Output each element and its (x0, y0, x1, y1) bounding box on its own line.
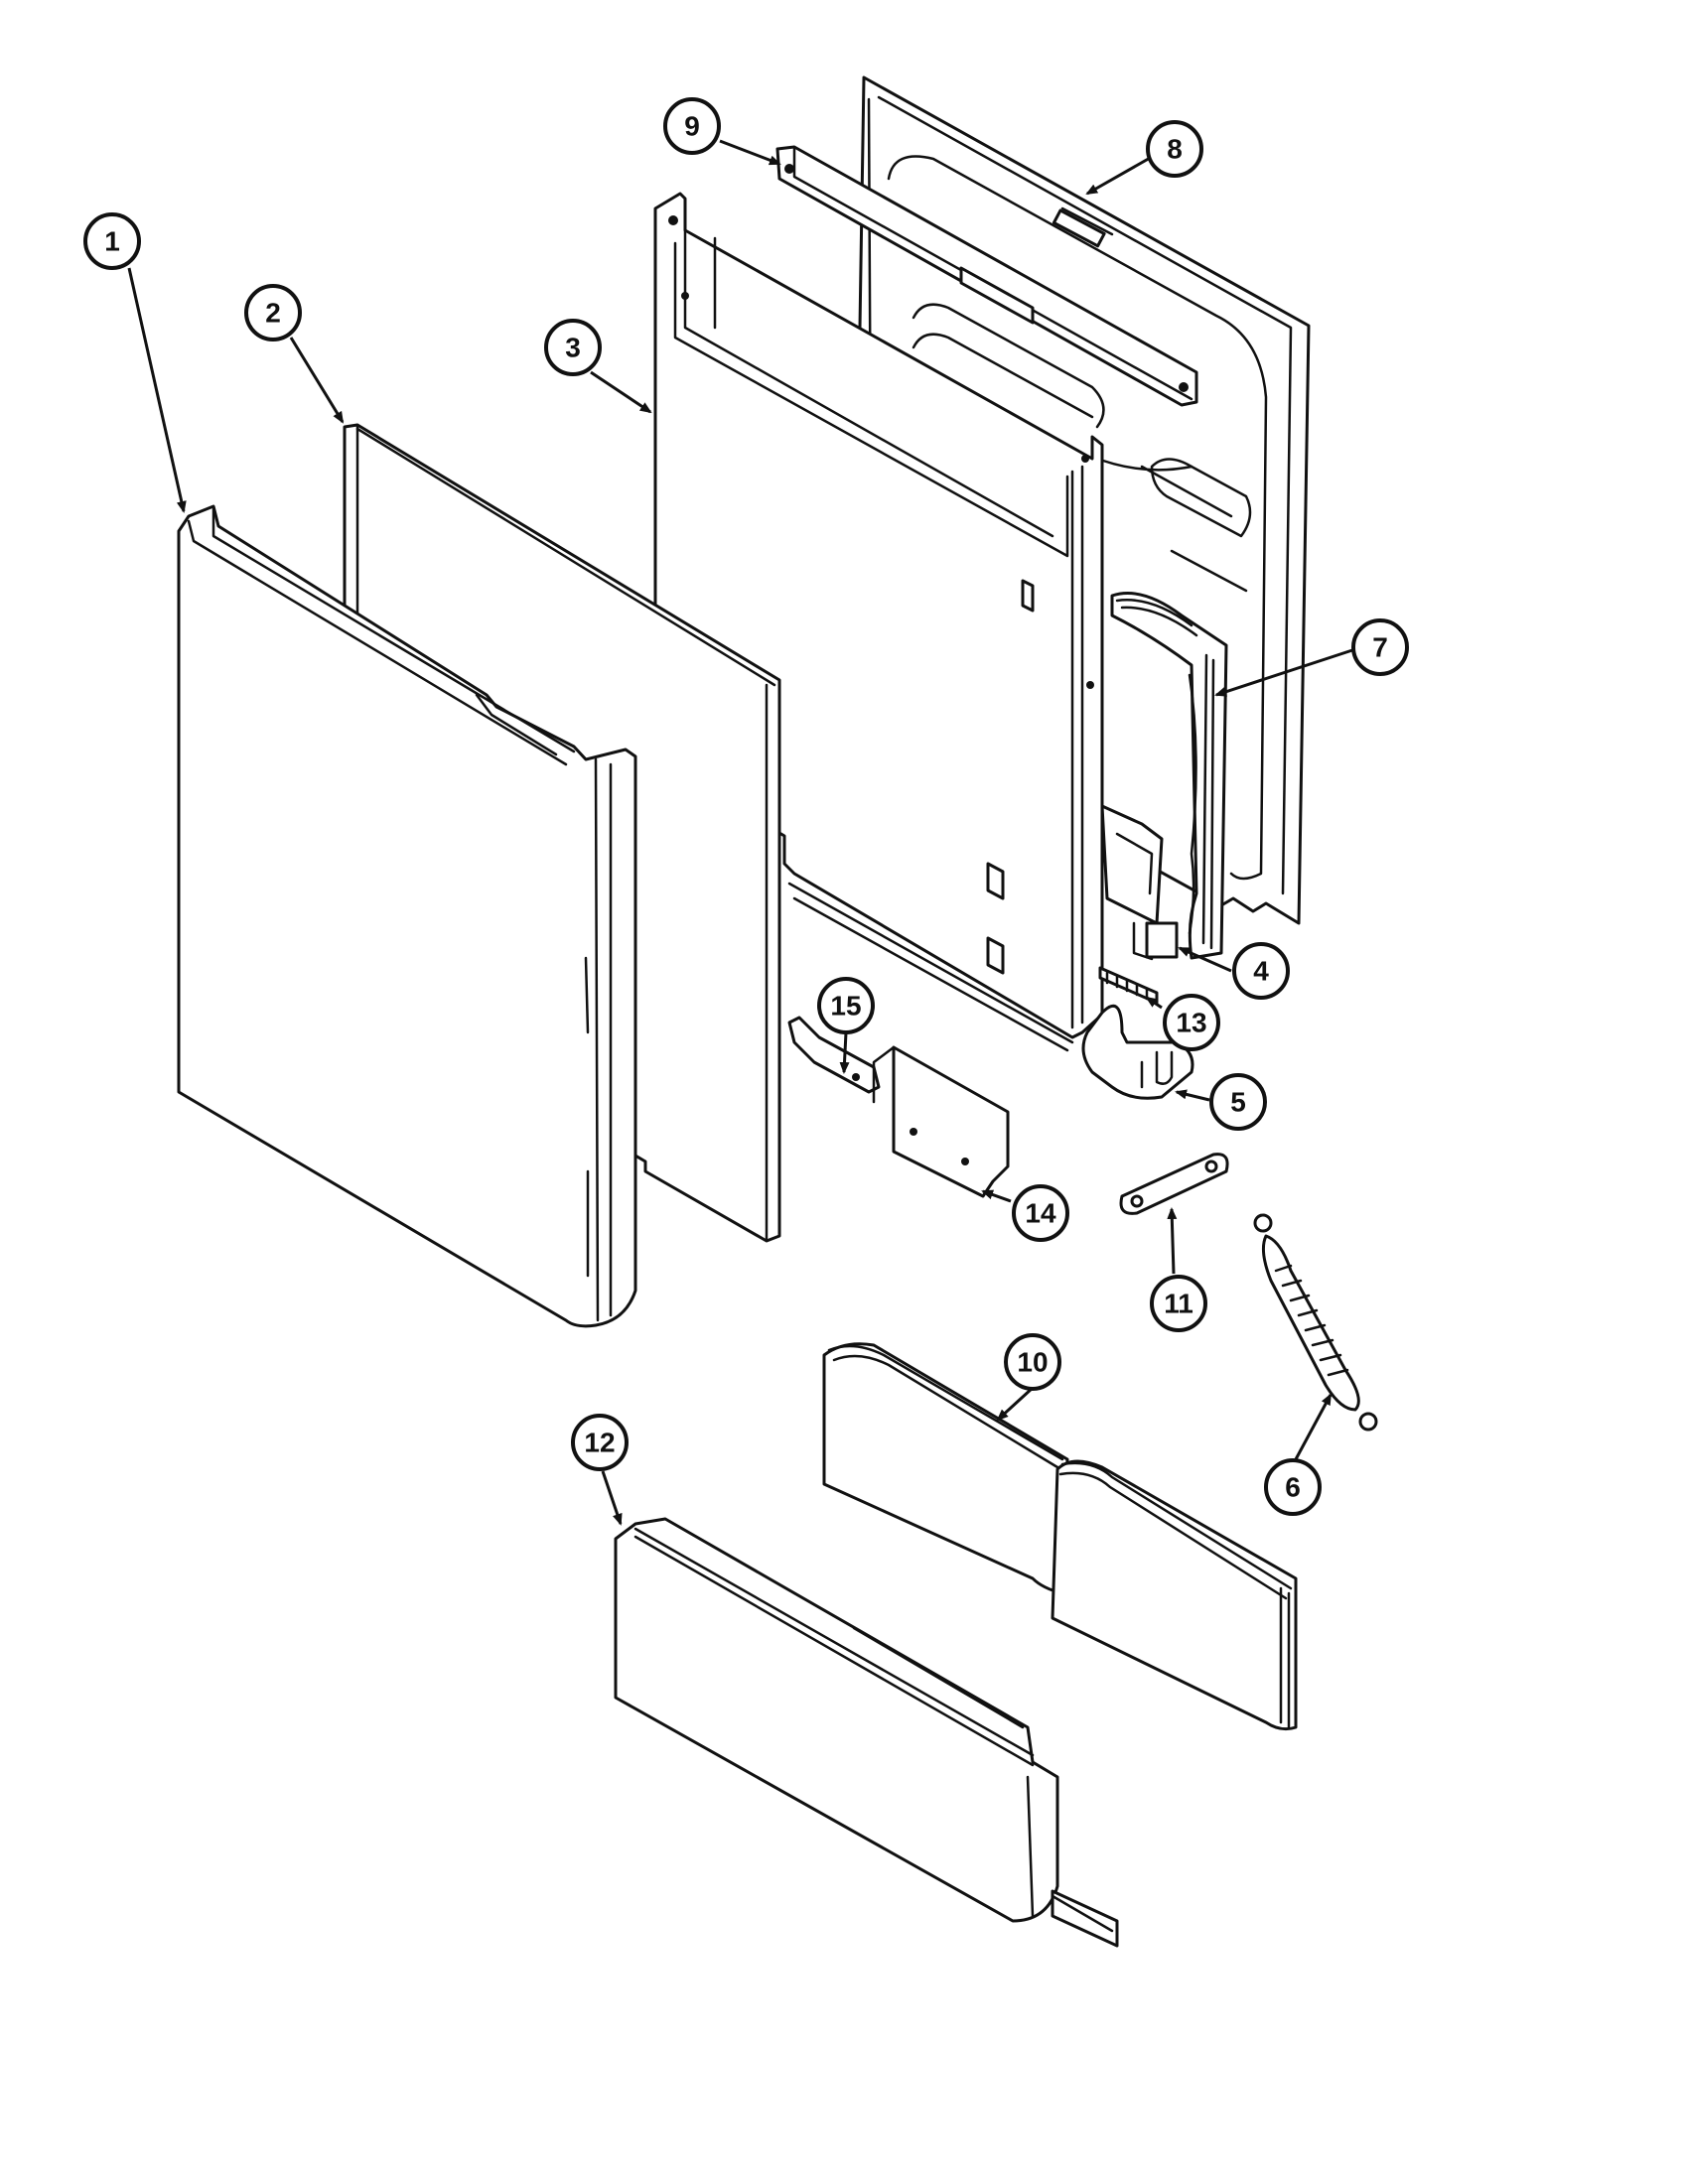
callout-1: 1 (83, 212, 141, 270)
callout-10: 10 (1004, 1333, 1061, 1391)
callout-number: 14 (1025, 1198, 1056, 1229)
callout-number: 2 (265, 298, 281, 329)
leader-lines (127, 139, 1353, 1526)
part-14-plate (872, 1045, 1010, 1198)
callout-3: 3 (544, 319, 602, 376)
callout-number: 1 (104, 226, 120, 257)
leader-12 (601, 1470, 623, 1526)
callout-number: 6 (1285, 1472, 1301, 1503)
callout-8: 8 (1146, 120, 1203, 178)
leader-6 (1294, 1393, 1333, 1460)
part-11-link (1119, 1153, 1229, 1215)
part-6-spring (1253, 1213, 1378, 1432)
callout-number: 7 (1372, 632, 1388, 663)
callout-number: 13 (1176, 1008, 1206, 1038)
callout-number: 8 (1167, 134, 1183, 165)
leader-4 (1178, 946, 1232, 973)
leader-13 (1145, 996, 1163, 1010)
callout-5: 5 (1209, 1073, 1267, 1131)
leader-9 (719, 139, 781, 166)
callout-number: 12 (584, 1428, 615, 1458)
part-7-side-insulation (1110, 592, 1228, 960)
callout-number: 5 (1230, 1087, 1246, 1118)
callout-number: 3 (565, 333, 581, 363)
part-4-bracket (1100, 804, 1179, 961)
leader-1 (127, 267, 187, 513)
leader-8 (1085, 155, 1153, 196)
callout-9: 9 (663, 97, 721, 155)
leader-2 (289, 337, 345, 424)
callout-7: 7 (1351, 618, 1409, 676)
part-5-hinge (1081, 1004, 1194, 1100)
leader-10 (996, 1386, 1035, 1422)
leader-3 (590, 370, 652, 414)
leader-14 (981, 1189, 1012, 1203)
callout-15: 15 (817, 977, 875, 1034)
callout-12: 12 (571, 1414, 629, 1471)
leader-15 (839, 1031, 850, 1074)
part-1-outer-door-panel (177, 504, 637, 1328)
part-9-top-rail (775, 145, 1198, 407)
callout-number: 10 (1017, 1347, 1048, 1378)
callout-14: 14 (1012, 1184, 1069, 1242)
callout-6: 6 (1264, 1458, 1322, 1516)
callout-number: 11 (1164, 1289, 1193, 1319)
callout-11: 11 (1150, 1275, 1207, 1332)
callout-number: 15 (830, 991, 861, 1022)
part-3-door-frame (653, 192, 1104, 1052)
part-10-insulation-blankets (822, 1342, 1298, 1731)
callout-2: 2 (244, 284, 302, 341)
leader-5 (1175, 1089, 1210, 1102)
callout-13: 13 (1163, 994, 1220, 1051)
leader-11 (1167, 1207, 1178, 1275)
leader-7 (1214, 648, 1353, 697)
callout-4: 4 (1232, 942, 1290, 1000)
part-12-console (614, 1517, 1119, 1948)
part-15-clip (787, 1016, 881, 1094)
callout-number: 4 (1253, 956, 1269, 987)
callout-number: 9 (684, 111, 700, 142)
